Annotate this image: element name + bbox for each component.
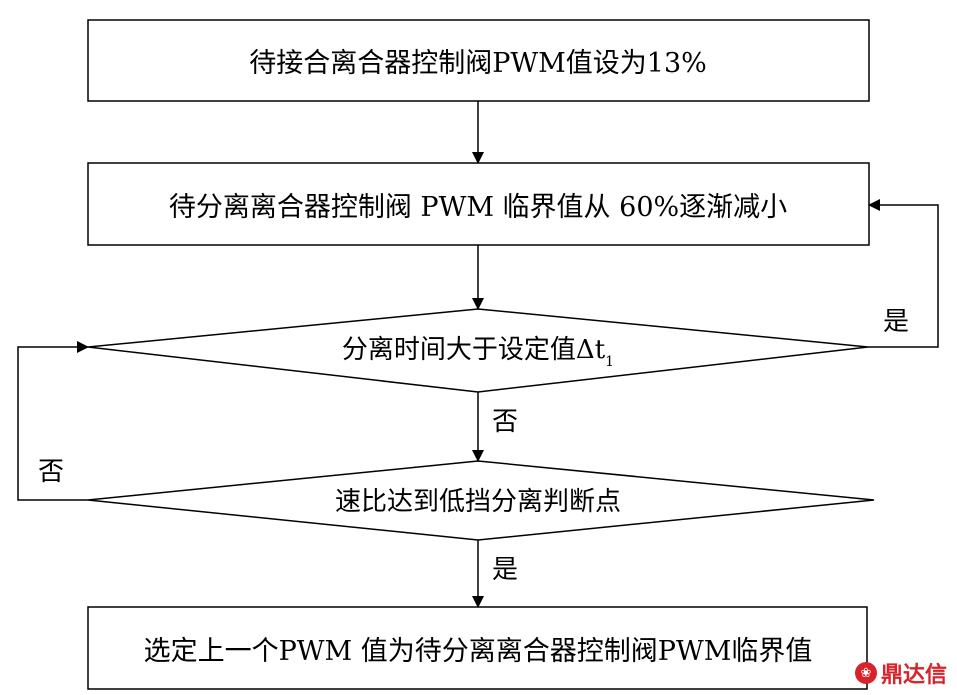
select-value-text: 选定上一个PWM 值为待分离离合器控制阀PWM临界值 [144, 636, 813, 667]
time-yes-label: 是 [883, 307, 909, 337]
watermark: ❀ 鼎达信 [854, 657, 947, 689]
watermark-logo-icon: ❀ [854, 662, 877, 684]
decrease-pwm-box [87, 162, 870, 246]
ratio-no-loop-edge [17, 341, 89, 501]
set-pwm-box [87, 19, 870, 102]
time-check-text: 分离时间大于设定值Δt1 [342, 335, 614, 370]
watermark-text: 鼎达信 [880, 663, 947, 688]
ratio-no-label: 否 [38, 457, 64, 487]
ratio-check-text: 速比达到低挡分离判断点 [335, 487, 621, 517]
time-no-label: 否 [492, 407, 518, 437]
select-value-box [87, 606, 868, 690]
ratio-yes-label: 是 [492, 555, 518, 585]
decrease-pwm-text: 待分离离合器控制阀 PWM 临界值从 60%逐渐减小 [169, 192, 787, 223]
set-pwm-text: 待接合离合器控制阀PWM值设为13% [249, 48, 707, 79]
time-yes-loop-edge [868, 199, 939, 348]
